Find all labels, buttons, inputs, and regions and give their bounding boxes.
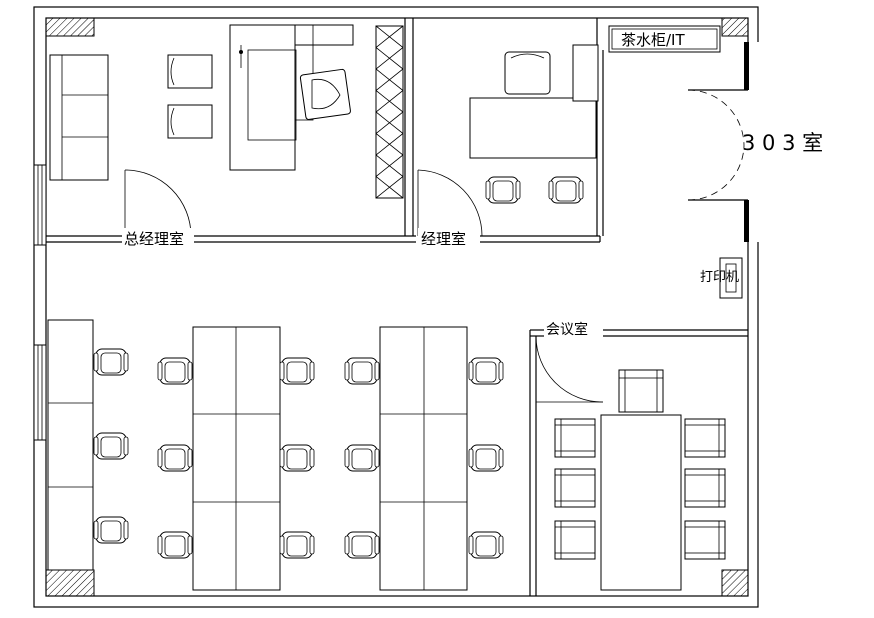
workstation-group-2 — [192, 326, 281, 591]
label-manager-office: 经理室 — [421, 230, 466, 248]
meeting-chairs-right — [684, 418, 726, 560]
meeting-head-chair — [618, 369, 664, 413]
workstation-group-1 — [47, 319, 94, 571]
entrance-double-door — [687, 42, 762, 242]
manager-guest-chair — [485, 176, 521, 204]
gm-guest-chair — [167, 104, 213, 139]
manager-office-chair — [504, 51, 551, 95]
manager-desk — [469, 97, 597, 159]
printer — [719, 257, 743, 299]
door-manager-office — [417, 169, 483, 237]
tea-cabinet — [608, 25, 721, 53]
label-printer: 打印机 — [700, 270, 739, 285]
gm-side-cabinet — [294, 24, 354, 121]
gm-desk — [229, 24, 297, 171]
sofa — [49, 54, 109, 181]
meeting-chairs-left — [554, 418, 596, 560]
window-left-lower — [33, 344, 47, 441]
window-left-upper — [33, 164, 47, 246]
bookshelf — [375, 25, 404, 199]
label-tea-cabinet: 茶水柜/IT — [621, 31, 685, 49]
door-gm-office — [124, 169, 192, 237]
meeting-table — [600, 414, 682, 591]
label-room-number: 3 0 3 室 — [742, 131, 823, 155]
manager-credenza — [572, 44, 599, 102]
gm-office-chair — [299, 68, 351, 120]
gm-guest-chair — [167, 54, 213, 89]
label-gm-office: 总经理室 — [124, 230, 184, 248]
workstation-group-3 — [379, 326, 468, 591]
manager-guest-chair — [548, 176, 584, 204]
label-meeting-room: 会议室 — [546, 321, 588, 338]
door-meeting-room — [535, 335, 604, 403]
outer-walls — [33, 6, 759, 608]
